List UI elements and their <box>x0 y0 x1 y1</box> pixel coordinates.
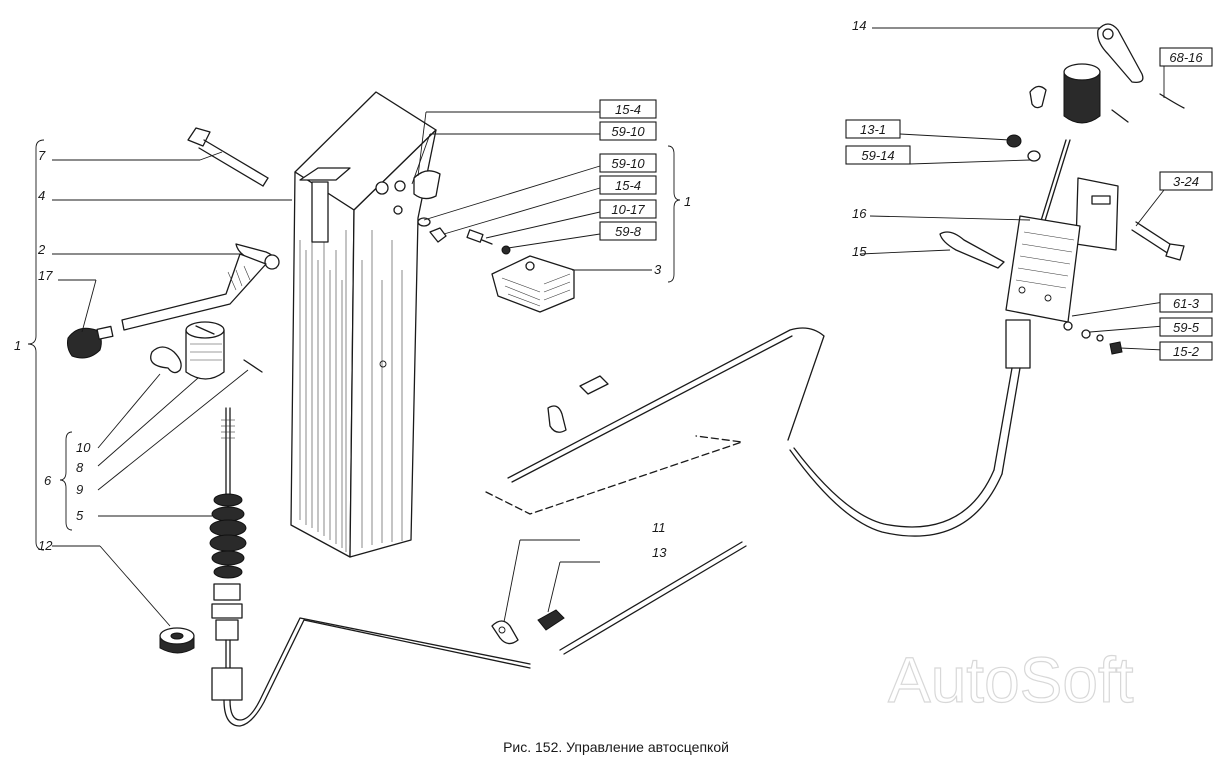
callout-13: 13 <box>652 545 667 560</box>
bolt-7 <box>187 127 269 187</box>
bracket-3 <box>491 255 575 313</box>
small-fasteners-group-1 <box>417 217 511 255</box>
ref-box-61-3: 61-3 <box>1173 296 1200 311</box>
ref-box-59-14: 59-14 <box>861 148 894 163</box>
ref-box-15-4-b: 15-4 <box>615 178 641 193</box>
callout-6: 6 <box>44 473 52 488</box>
callout-3: 3 <box>654 262 662 277</box>
figure-caption: Рис. 152. Управление автосцепкой <box>503 739 729 755</box>
callout-7: 7 <box>38 148 46 163</box>
ref-box-59-10-a: 59-10 <box>611 124 645 139</box>
leader-lines-top <box>411 27 1165 351</box>
callout-16: 16 <box>852 206 867 221</box>
ref-box-15-2: 15-2 <box>1173 344 1200 359</box>
callout-8: 8 <box>76 460 84 475</box>
washer-12 <box>159 627 195 654</box>
ref-box-59-10-b: 59-10 <box>611 156 645 171</box>
callout-11: 11 <box>652 520 666 535</box>
callout-17: 17 <box>38 268 53 283</box>
right-assembly <box>789 23 1185 537</box>
callout-2: 2 <box>37 242 46 257</box>
lever-2 <box>121 243 280 331</box>
callout-1: 1 <box>14 338 21 353</box>
callout-15: 15 <box>852 244 867 259</box>
ref-box-3-24: 3-24 <box>1173 174 1199 189</box>
ref-box-68-16: 68-16 <box>1169 50 1203 65</box>
watermark: AutoSoft <box>888 644 1134 716</box>
ref-box-10-17: 10-17 <box>611 202 645 217</box>
callout-5: 5 <box>76 508 84 523</box>
callout-12: 12 <box>38 538 53 553</box>
callout-1-right: 1 <box>684 194 691 209</box>
cable-assembly-5 <box>209 407 531 727</box>
callout-9: 9 <box>76 482 83 497</box>
callout-14: 14 <box>852 18 866 33</box>
callouts: 7 4 2 17 1 10 8 6 9 5 12 11 13 14 16 15 … <box>14 18 867 560</box>
ref-box-59-8: 59-8 <box>615 224 642 239</box>
callout-10: 10 <box>76 440 91 455</box>
pin-9 <box>243 359 263 373</box>
clamp-8 <box>185 321 225 380</box>
rod-and-clamps <box>485 327 825 655</box>
knob-17 <box>67 325 114 359</box>
control-column <box>290 91 441 558</box>
ref-box-15-4-a: 15-4 <box>615 102 641 117</box>
leader-lines <box>27 139 600 627</box>
callout-4: 4 <box>38 188 45 203</box>
ref-box-13-1: 13-1 <box>860 122 886 137</box>
ref-box-59-5: 59-5 <box>1173 320 1200 335</box>
reference-boxes: 15-4 59-10 59-10 15-4 10-17 59-8 68-16 1… <box>599 47 1213 361</box>
spring-pin-10 <box>150 346 182 374</box>
